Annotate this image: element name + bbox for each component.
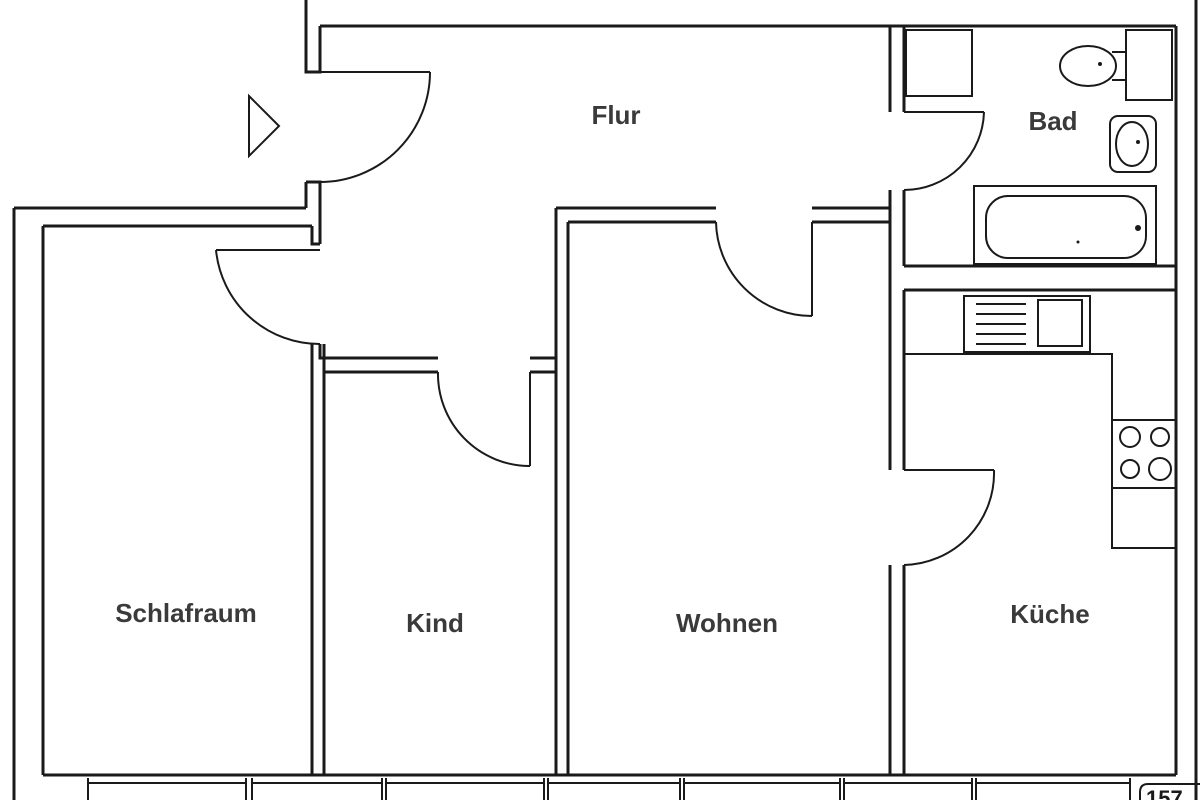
bathroom-fixtures: [905, 29, 1173, 265]
sink-icon: [1109, 115, 1157, 173]
plan-number-badge: 157: [1139, 783, 1200, 800]
bathtub-icon: [973, 185, 1157, 265]
room-label-flur: Flur: [591, 100, 640, 130]
room-label-kind: Kind: [406, 608, 464, 638]
windows: [87, 778, 1131, 800]
kitchen-sink-icon: [963, 295, 1091, 353]
outer-walls: [12, 0, 1198, 800]
room-label-kueche: Küche: [1010, 599, 1089, 629]
stove-icon: [1111, 419, 1177, 489]
room-label-schlafraum: Schlafraum: [115, 598, 257, 628]
plan-number: 157: [1146, 786, 1183, 800]
room-label-wohnen: Wohnen: [676, 608, 778, 638]
kitchen-fixtures: [904, 295, 1177, 549]
room-label-bad: Bad: [1028, 106, 1077, 136]
entrance-arrow-icon: [248, 93, 281, 159]
interior-walls: [310, 26, 1176, 775]
doors: [215, 71, 996, 566]
toilet-icon: [1059, 45, 1127, 87]
